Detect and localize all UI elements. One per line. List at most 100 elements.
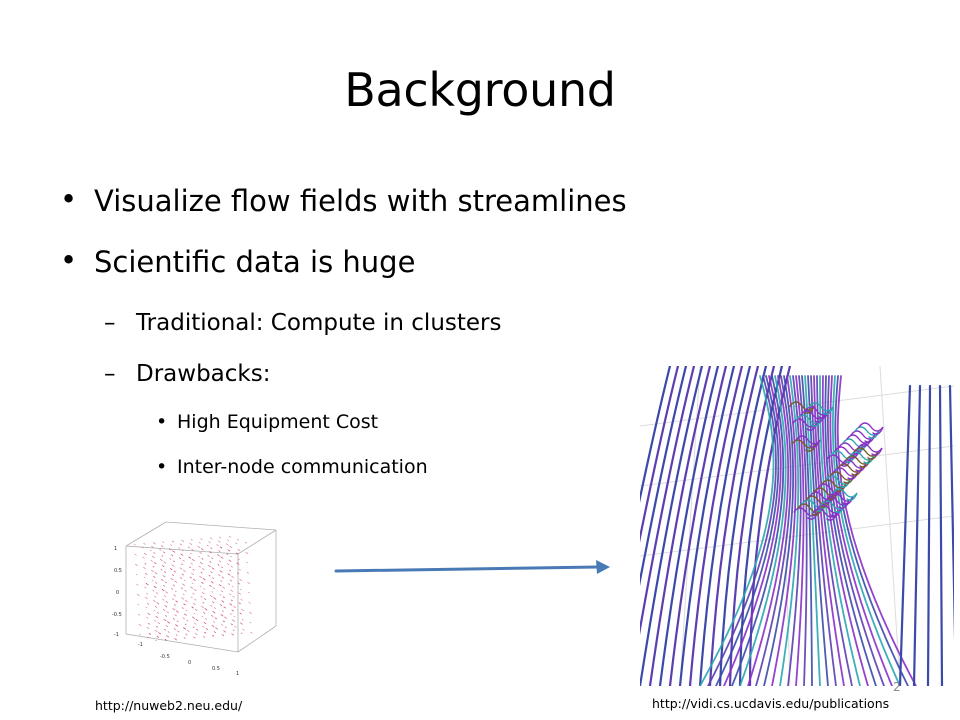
vector-arrow [170, 578, 174, 581]
vector-arrow [249, 621, 252, 624]
vector-arrow [150, 569, 154, 573]
vector-arrow [208, 574, 211, 577]
vector-arrow [167, 621, 170, 624]
streamline [698, 366, 752, 686]
vector-arrow [201, 581, 204, 584]
vector-arrow [185, 633, 188, 636]
turbulent-streamline [825, 475, 851, 488]
vector-arrow [197, 555, 200, 558]
vector-arrow [204, 608, 208, 611]
vector-arrow [239, 588, 242, 591]
streamline [795, 375, 805, 686]
vector-arrow [240, 622, 243, 625]
vector-arrow [205, 628, 209, 631]
vector-arrow [162, 551, 166, 554]
vector-arrow [134, 553, 137, 556]
streamline [640, 366, 672, 503]
vector-arrow [237, 582, 241, 585]
vector-arrow [210, 547, 213, 549]
vector-arrow [161, 555, 164, 557]
vector-arrow [145, 572, 148, 575]
vector-arrow [164, 581, 168, 584]
vector-arrow [149, 549, 152, 552]
turbulent-streamline [837, 463, 863, 476]
vector-arrow [153, 552, 156, 554]
vector-arrow [211, 567, 215, 570]
vector-arrow [201, 591, 205, 595]
vector-arrow [213, 631, 217, 634]
vector-arrow [163, 595, 167, 598]
vector-arrow [237, 548, 241, 552]
vector-arrow [155, 592, 159, 595]
vector-arrow [212, 611, 216, 614]
vector-arrow [232, 595, 235, 598]
vector-arrow [244, 541, 248, 544]
vector-arrow [203, 588, 206, 590]
vector-arrow [191, 558, 195, 562]
vector-arrow [208, 541, 211, 544]
vector-arrow [175, 624, 178, 627]
vector-arrow [169, 558, 172, 560]
right-image-source-link[interactable]: http://vidi.cs.ucdavis.edu/publications [652, 696, 890, 711]
vector-arrow [225, 543, 229, 546]
streamline [819, 375, 861, 686]
vector-arrow [167, 631, 170, 633]
vector-arrow [152, 565, 155, 568]
vector-arrow [211, 624, 215, 628]
vector-arrow [183, 579, 186, 582]
vector-arrow [229, 569, 231, 572]
vector-arrow [224, 626, 227, 629]
streamline [747, 375, 790, 686]
left-image-source-link[interactable]: http://nuweb2.neu.edu/ [95, 698, 243, 713]
vector-arrow [184, 589, 187, 592]
streamline [699, 375, 775, 686]
vector-arrow [233, 615, 236, 618]
vector-arrow [154, 605, 158, 608]
vector-arrow [210, 557, 214, 560]
cube-frame [125, 521, 277, 653]
vector-arrow [238, 602, 241, 605]
bullet-item: Inter-node communication [177, 456, 428, 478]
turbulent-streamline [797, 503, 823, 516]
vector-arrow [145, 606, 148, 609]
vector-arrow [202, 625, 205, 628]
vector-arrow [231, 609, 234, 612]
vector-arrow [212, 577, 215, 579]
vector-arrow [227, 539, 230, 542]
vector-arrow [190, 596, 193, 599]
vector-arrow [221, 634, 225, 637]
vector-arrow [220, 590, 224, 593]
streamline [898, 384, 912, 686]
vector-arrow [171, 598, 175, 601]
vector-arrow [142, 556, 145, 559]
vector-arrow [153, 619, 157, 622]
vector-arrow [181, 607, 184, 609]
vector-arrow [228, 535, 232, 538]
streamline [707, 375, 777, 686]
streamline [715, 375, 780, 686]
vector-arrow [213, 597, 217, 600]
vector-arrow [223, 630, 227, 633]
streamline [640, 366, 680, 543]
vector-arrow [171, 540, 175, 543]
vector-arrow [207, 564, 211, 568]
vector-arrow [222, 596, 225, 599]
vector-arrow [216, 554, 220, 557]
bullet-item: Scientific data is huge [94, 245, 416, 279]
turbulent-streamline [829, 471, 855, 484]
vector-arrow [168, 548, 172, 551]
vector-arrow [206, 544, 209, 547]
streamlines-image [640, 366, 954, 686]
vector-arrow [173, 570, 177, 573]
vector-arrow [241, 618, 244, 621]
vector-arrow [235, 542, 238, 545]
vector-arrow [144, 586, 147, 589]
vector-arrow [213, 621, 216, 623]
vector-arrow [152, 542, 156, 545]
vector-arrow [165, 601, 168, 603]
vector-arrow [209, 537, 213, 540]
vector-arrow [144, 596, 148, 600]
vector-arrow [160, 545, 164, 548]
streamline [763, 375, 795, 686]
vector-arrow [201, 615, 204, 618]
